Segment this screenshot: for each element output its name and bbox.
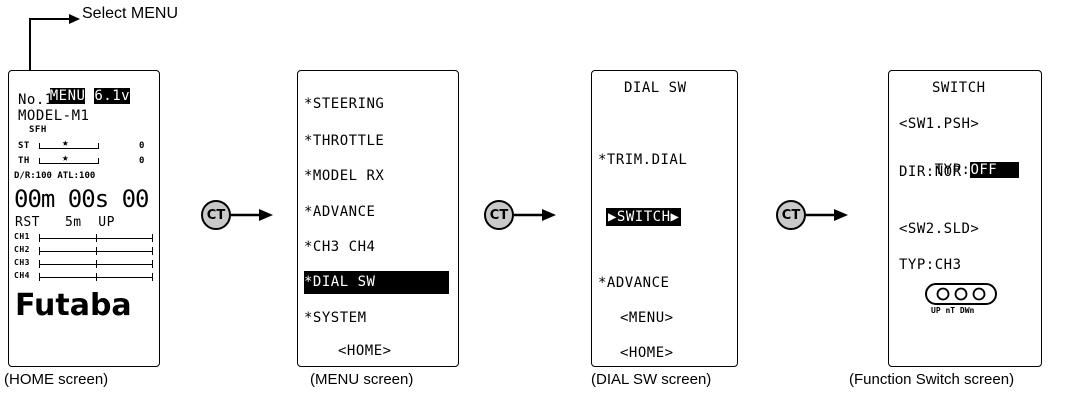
select-menu-label: Select MENU bbox=[82, 5, 179, 22]
arrow-right-icon bbox=[514, 209, 556, 221]
timer-readout: 00m 00s 00 bbox=[14, 185, 149, 213]
ch3-bar bbox=[39, 260, 153, 268]
st-trim-marker: ★ bbox=[62, 136, 70, 149]
sw1-header: <SW1.PSH> bbox=[899, 116, 980, 132]
menu-screen-caption: (MENU screen) bbox=[310, 371, 414, 388]
ch3-label: CH3 bbox=[14, 258, 30, 267]
st-label: ST bbox=[18, 141, 30, 151]
dial-sw-screen: DIAL SW *TRIM.DIAL ▶SWITCH▶ *ADVANCE <ME… bbox=[591, 70, 738, 367]
model-name: MODEL-M1 bbox=[18, 108, 90, 124]
switch-position-labels: UP nT DWn bbox=[931, 306, 975, 315]
dial-home-link[interactable]: <HOME> bbox=[620, 345, 674, 361]
function-switch-screen: SWITCH <SW1.PSH> TYP:OFF DIR:NOR <SW2.SL… bbox=[888, 70, 1042, 367]
th-trim-marker: ★ bbox=[62, 151, 70, 164]
ct-button-icon: CT bbox=[484, 200, 514, 230]
timer-settings: RST 5m UP bbox=[15, 215, 115, 230]
ct-button-icon: CT bbox=[201, 200, 231, 230]
function-switch-screen-caption: (Function Switch screen) bbox=[849, 371, 1015, 388]
sfh-label: SFH bbox=[29, 125, 47, 135]
dial-item-trim-dial[interactable]: *TRIM.DIAL bbox=[598, 152, 688, 168]
ch2-bar bbox=[39, 247, 153, 255]
home-screen-caption: (HOME screen) bbox=[4, 371, 109, 388]
ch1-bar bbox=[39, 234, 153, 242]
menu-item-model-rx[interactable]: *MODEL RX bbox=[304, 168, 385, 184]
sw2-type[interactable]: TYP:CH3 bbox=[899, 257, 962, 273]
menu-screen: *STEERING *THROTTLE *MODEL RX *ADVANCE *… bbox=[297, 70, 459, 367]
switch-position-icon bbox=[925, 283, 997, 305]
futaba-logo: Futaba bbox=[15, 288, 132, 323]
dial-sw-screen-caption: (DIAL SW screen) bbox=[591, 371, 712, 388]
arrow-right-icon bbox=[806, 209, 848, 221]
sw1-direction[interactable]: DIR:NOR bbox=[899, 164, 962, 180]
home-screen: MENU 6.1v No.1 MODEL-M1 SFH ST ★ 0 TH ★ … bbox=[8, 70, 160, 367]
dial-item-advance[interactable]: *ADVANCE bbox=[598, 275, 670, 291]
menu-item-ch3-ch4[interactable]: *CH3 CH4 bbox=[304, 239, 376, 255]
sw2-header: <SW2.SLD> bbox=[899, 221, 980, 237]
sw1-type-label: TYP: bbox=[934, 162, 971, 178]
ch2-label: CH2 bbox=[14, 245, 30, 254]
ch4-bar bbox=[39, 273, 153, 281]
select-menu-callout-arrow bbox=[29, 14, 80, 70]
th-trim-bar bbox=[39, 158, 99, 164]
dial-sw-title: DIAL SW bbox=[624, 80, 687, 96]
th-value: 0 bbox=[139, 156, 145, 166]
menu-item-steering[interactable]: *STEERING bbox=[304, 96, 385, 112]
voltage-readout: 6.1v bbox=[94, 88, 131, 104]
arrow-right-icon bbox=[231, 209, 273, 221]
dial-item-switch[interactable]: ▶SWITCH▶ bbox=[606, 208, 682, 226]
st-value: 0 bbox=[139, 141, 145, 151]
st-trim-bar bbox=[39, 143, 99, 149]
menu-home-link[interactable]: <HOME> bbox=[338, 343, 392, 359]
menu-item-advance[interactable]: *ADVANCE bbox=[304, 204, 376, 220]
ct-button-icon: CT bbox=[776, 200, 806, 230]
dial-menu-link[interactable]: <MENU> bbox=[620, 310, 674, 326]
menu-item-throttle[interactable]: *THROTTLE bbox=[304, 133, 385, 149]
menu-item-dial-sw[interactable]: *DIAL SW bbox=[304, 271, 449, 294]
th-label: TH bbox=[18, 156, 30, 166]
menu-item-system[interactable]: *SYSTEM bbox=[304, 310, 367, 326]
ch1-label: CH1 bbox=[14, 232, 30, 241]
model-number: No.1 bbox=[18, 92, 54, 108]
switch-title: SWITCH bbox=[932, 80, 986, 96]
dr-atl-readout: D/R:100 ATL:100 bbox=[14, 171, 96, 181]
ch4-label: CH4 bbox=[14, 271, 30, 280]
sw1-type-value[interactable]: OFF bbox=[970, 162, 1020, 178]
menu-tag[interactable]: MENU bbox=[49, 88, 86, 104]
